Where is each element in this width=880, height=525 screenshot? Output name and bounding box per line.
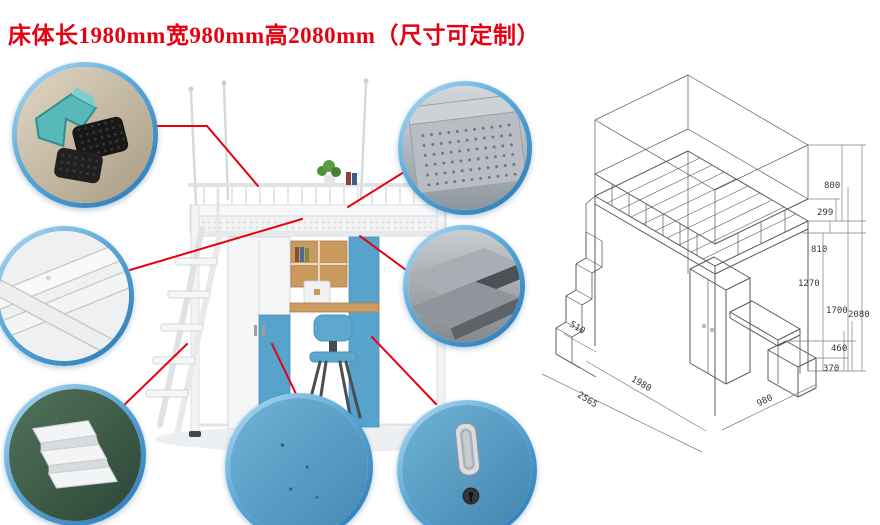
technical-drawing: 800 299 810 1270 1700 2080 460 370 510 1…	[540, 64, 876, 514]
dim-label-460: 460	[831, 344, 847, 354]
dim-label-2565: 2565	[575, 390, 599, 410]
dim-label-299: 299	[817, 208, 833, 218]
callout-ladder-step-detail	[4, 384, 146, 525]
dim-label-2080: 2080	[848, 310, 870, 320]
page-title: 床体长1980mm宽980mm高2080mm（尺寸可定制）	[8, 23, 540, 48]
dim-label-1980: 1980	[629, 375, 653, 395]
dim-label-980: 980	[756, 393, 775, 409]
beam-corner-photo	[408, 230, 520, 342]
under-beam	[190, 232, 446, 237]
rail-slats	[203, 187, 429, 206]
dim-label-370: 370	[823, 364, 839, 374]
isometric-dimension-drawing: 800 299 810 1270 1700 2080 460 370 510 1…	[541, 74, 870, 453]
panel-surface-photo	[230, 398, 368, 525]
foot-pad-photo	[17, 67, 153, 203]
desk-item	[303, 280, 331, 304]
dim-label-800: 800	[824, 181, 840, 191]
perforation-dots	[192, 218, 444, 230]
pole-tips	[188, 78, 442, 96]
plant-and-books	[317, 160, 357, 185]
left-foot-pad	[189, 431, 201, 437]
dimension-labels: 800 299 810 1270 1700 2080 460 370 510 1…	[567, 181, 869, 410]
bed-board	[189, 204, 447, 217]
frame-tube-photo	[0, 231, 129, 361]
blue-side-panel	[348, 236, 380, 428]
perforated-panel-photo	[403, 86, 527, 210]
dimension-lines	[541, 144, 866, 453]
callout-handle-lock-detail	[397, 400, 537, 525]
dim-label-1700: 1700	[826, 306, 848, 316]
callout-frame-tube-detail	[0, 226, 134, 366]
dim-label-810: 810	[811, 245, 827, 255]
ladder-step-photo	[9, 389, 141, 521]
callout-foot-pad-detail	[12, 62, 158, 208]
dim-label-1270: 1270	[798, 279, 820, 289]
callout-beam-corner-detail	[403, 225, 525, 347]
desk-top	[289, 302, 380, 313]
handle-lock-photo	[402, 405, 532, 525]
callout-perforated-panel-detail	[398, 81, 532, 215]
bookshelf	[290, 240, 348, 288]
callout-panel-surface-detail	[225, 393, 373, 525]
